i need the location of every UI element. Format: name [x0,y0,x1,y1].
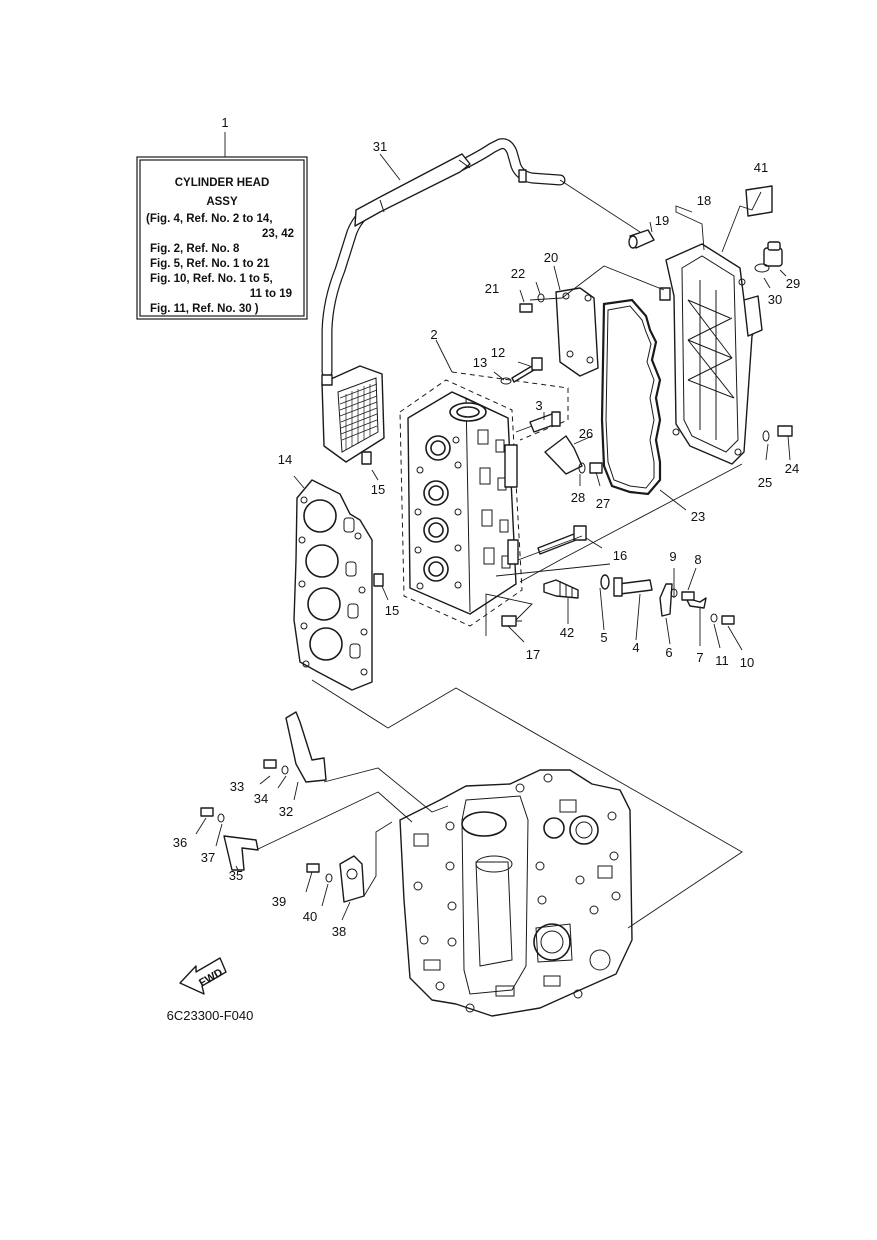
callout-19: 19 [655,213,669,228]
callout-3: 3 [535,398,542,413]
bolt-12 [511,357,543,383]
box-ref-line: Fig. 2, Ref. No. 8 [150,243,240,255]
callout-1: 1 [221,115,228,130]
filter-element [321,365,385,463]
screw-8 [681,591,695,601]
callout-31: 31 [373,139,387,154]
callout-14: 14 [278,452,292,467]
callout-34: 34 [254,791,268,806]
callout-25: 25 [758,475,772,490]
box-ref-line: 11 to 19 [250,288,292,300]
bolt-3 [529,411,561,433]
callout-labels: 1 2 3 4 5 6 7 8 9 10 11 12 13 14 15 16 1… [173,115,800,939]
bolt-27 [589,462,603,474]
callout-36: 36 [173,835,187,850]
callout-20: 20 [544,250,558,265]
shaft-4 [613,577,653,597]
cover-plate-26 [544,435,583,475]
washer-11 [710,613,718,623]
assembly-lines [195,153,791,929]
washer-25 [762,430,770,442]
callout-4: 4 [632,640,639,655]
bolt-39 [306,863,320,873]
callout-41: 41 [754,160,768,175]
callout-28: 28 [571,490,585,505]
callout-24: 24 [785,461,799,476]
callout-12: 12 [491,345,505,360]
box-subtitle: ASSY [206,196,238,208]
dowel-pin-15 [361,451,372,465]
washer-37 [217,813,225,823]
callout-29: 29 [786,276,800,291]
callout-33: 33 [230,779,244,794]
callout-11: 11 [715,653,729,668]
box-ref-line: 23, 42 [262,228,294,240]
callout-39: 39 [272,894,286,909]
callout-21: 21 [485,281,499,296]
screw-10 [721,615,735,625]
o-ring-5 [600,574,610,590]
bracket-35 [223,835,259,871]
bolt-33 [263,759,277,769]
callout-30: 30 [768,292,782,307]
callout-23: 23 [691,509,705,524]
washer-28 [578,462,586,474]
head-gasket-14 [293,479,373,691]
screw-21 [519,303,533,313]
cap-29 [763,241,783,267]
callout-40: 40 [303,909,317,924]
box-title: CYLINDER HEAD [175,177,270,189]
callout-8: 8 [694,552,701,567]
callout-10: 10 [740,655,754,670]
callout-13: 13 [473,355,487,370]
washer-34 [281,765,289,775]
callout-26: 26 [579,426,593,441]
box-ref-line: Fig. 5, Ref. No. 1 to 21 [150,258,270,270]
cylinder-block [399,769,633,1017]
drawing-code: 6C23300-F040 [167,1008,254,1023]
cylinder-head-2 [399,371,569,627]
bolt-17 [501,615,522,627]
box-ref-line: Fig. 11, Ref. No. 30 ) [150,303,259,315]
callout-42: 42 [560,625,574,640]
washer-40 [325,873,333,883]
callout-15-second: 15 [385,603,399,618]
callout-17: 17 [526,647,540,662]
callout-18: 18 [697,193,711,208]
dowel-pin-15 [373,573,384,587]
lever-6 [659,583,673,617]
callout-22: 22 [511,266,525,281]
cover-gasket-23 [600,298,662,496]
bracket-32 [285,711,327,783]
hose-31 [321,138,566,378]
callout-16: 16 [613,548,627,563]
washer-22 [537,293,545,303]
bolt-24 [777,425,793,437]
assembly-reference-box: CYLINDER HEAD ASSY (Fig. 4, Ref. No. 2 t… [136,132,308,320]
callout-6: 6 [665,645,672,660]
forward-arrow: FWD [179,957,227,995]
callout-35: 35 [229,868,243,883]
fitting-19 [628,229,655,249]
callout-27: 27 [596,496,610,511]
callout-9: 9 [669,549,676,564]
washer-13 [500,377,512,385]
callout-5: 5 [600,630,607,645]
callout-2: 2 [430,327,437,342]
callout-32: 32 [279,804,293,819]
spark-plug-42 [543,579,579,599]
plate-38 [339,855,365,903]
callout-15: 15 [371,482,385,497]
callout-38: 38 [332,924,346,939]
callout-37: 37 [201,850,215,865]
box-ref-line: Fig. 10, Ref. No. 1 to 5, [150,273,273,285]
callout-7: 7 [696,650,703,665]
o-ring-30 [754,263,770,273]
cover-20 [555,287,599,377]
cylinder-cover-18 [659,243,763,465]
label-41 [745,185,773,217]
bolt-36 [200,807,214,817]
box-ref-line: (Fig. 4, Ref. No. 2 to 14, [146,213,273,225]
